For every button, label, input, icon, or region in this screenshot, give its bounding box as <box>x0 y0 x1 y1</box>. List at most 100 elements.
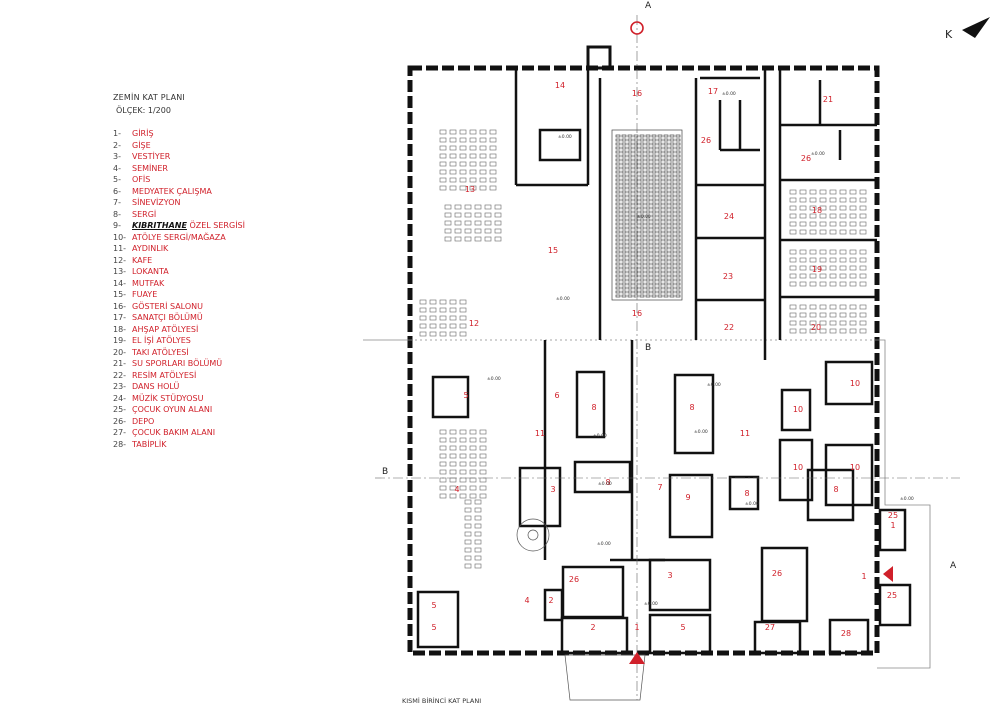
room-number-label: 25 <box>888 511 898 520</box>
room-number-label: 8 <box>605 478 610 487</box>
legend-number: 5- <box>113 175 121 184</box>
room-number-label: 6 <box>554 391 559 400</box>
legend-item: 7- SİNEVİZYON <box>113 197 245 209</box>
legend-label: TAKI ATÖLYESİ <box>132 347 189 357</box>
legend-item: 15-FUAYE <box>113 289 245 301</box>
legend-label: LOKANTA <box>132 267 169 276</box>
legend-label: SEMİNER <box>132 163 168 173</box>
north-label: K <box>945 28 953 41</box>
legend-label: EL İŞİ ATÖLYES <box>132 336 191 345</box>
elevation-tag: ±0.00 <box>811 151 825 157</box>
elevation-tag: ±0.00 <box>593 433 607 439</box>
legend-number: 2- <box>113 140 121 150</box>
elevation-tag: ±0.00 <box>644 601 658 607</box>
elevation-tag: ±0.00 <box>745 501 759 507</box>
legend-number: 17- <box>113 313 127 322</box>
room-number-label: 3 <box>667 571 672 580</box>
elevation-tag: ±0.00 <box>900 496 914 502</box>
lower-walls <box>416 340 912 655</box>
room-number-label: 1 <box>634 623 639 632</box>
legend-item: 14-MUTFAK <box>113 278 245 290</box>
room-number-label: 22 <box>724 323 734 332</box>
room-number-label: 5 <box>680 623 685 632</box>
legend-item: 27-ÇOCUK BAKIM ALANI <box>113 427 245 439</box>
room-number-label: 27 <box>765 623 775 632</box>
legend-item: 12- KAFE <box>113 255 245 267</box>
room-number-label: 10 <box>793 405 803 414</box>
elevation-tag: ±0.00 <box>598 481 612 487</box>
legend-label: ÇOCUK OYUN ALANI <box>132 405 213 414</box>
legend-number: 25- <box>113 405 127 414</box>
furniture <box>419 129 867 569</box>
legend-number: 12- <box>113 255 127 265</box>
legend-label: KIBRITHANE <box>132 221 187 230</box>
entrance-ramp <box>564 654 646 701</box>
section-letter: B <box>382 467 388 477</box>
legend-label: KAFE <box>132 255 153 265</box>
legend-item: 11-AYDINLIK <box>113 243 245 255</box>
elevation-tag: ±0.00 <box>637 214 651 220</box>
north-arrow-icon <box>962 17 990 38</box>
legend-label: SİNEVİZYON <box>132 198 181 207</box>
section-lines <box>375 15 960 700</box>
section-letter: A <box>950 561 957 571</box>
room-number-label: 26 <box>701 136 711 145</box>
legend-item: 26-DEPO <box>113 416 245 428</box>
legend-item: 28-TABİPLİK <box>113 439 245 451</box>
legend-number: 10- <box>113 232 127 242</box>
legend-label: AHŞAP ATÖLYESİ <box>132 324 199 334</box>
legend-label: MEDYATEK ÇALIŞMA <box>132 186 212 196</box>
room-number-label: 10 <box>850 379 860 388</box>
plan-scale: ÖLÇEK: 1/200 <box>116 106 171 115</box>
room-number-label: 10 <box>793 463 803 472</box>
legend-label: SU SPORLARI BÖLÜMÜ <box>132 359 223 368</box>
legend-item: 6- MEDYATEK ÇALIŞMA <box>113 186 245 198</box>
legend-label: MÜZİK STÜDYOSU <box>132 393 204 403</box>
room-number-label: 16 <box>632 309 642 318</box>
legend-label-tail: ÖZEL SERGİSİ <box>186 221 245 230</box>
legend-number: 20- <box>113 347 127 357</box>
inner-walls <box>514 70 877 360</box>
legend-item: 24-MÜZİK STÜDYOSU <box>113 393 245 405</box>
room-number-label: 5 <box>463 391 468 400</box>
room-number-label: 26 <box>801 154 811 163</box>
room-number-label: 5 <box>431 601 436 610</box>
legend-number: 13- <box>113 267 127 276</box>
partial-upper-outline <box>363 339 931 669</box>
legend-number: 7- <box>113 198 121 207</box>
legend-number: 23- <box>113 382 127 391</box>
legend-number: 22- <box>113 370 127 380</box>
legend-item: 13- LOKANTA <box>113 266 245 278</box>
legend-item: 16-GÖSTERİ SALONU <box>113 301 245 313</box>
room-number-label: 24 <box>724 212 734 221</box>
elevation-tag: ±0.00 <box>694 429 708 435</box>
legend-label: DEPO <box>132 416 155 426</box>
room-number-label: 23 <box>723 272 733 281</box>
legend-item: 23-DANS HOLÜ <box>113 381 245 393</box>
legend-number: 8- <box>113 209 121 219</box>
legend-number: 6- <box>113 186 121 196</box>
room-number-label: 8 <box>833 485 838 494</box>
legend-number: 28- <box>113 439 127 449</box>
room-number-label: 14 <box>555 81 565 90</box>
legend-number: 18- <box>113 324 127 334</box>
room-number-label: 18 <box>812 206 822 215</box>
room-number-label: 5 <box>431 623 436 632</box>
legend-item: 20- TAKI ATÖLYESİ <box>113 347 245 359</box>
legend-label: OFİS <box>132 175 151 184</box>
room-number-label: 26 <box>569 575 579 584</box>
room-number-label: 25 <box>887 591 897 600</box>
legend-item: 18- AHŞAP ATÖLYESİ <box>113 324 245 336</box>
outer-walls <box>407 45 880 656</box>
room-number-label: 1 <box>890 521 895 530</box>
room-number-label: 15 <box>548 246 558 255</box>
room-number-label: 7 <box>657 483 662 492</box>
room-number-label: 3 <box>550 485 555 494</box>
legend-label: GİŞE <box>132 140 151 150</box>
room-number-label: 10 <box>850 463 860 472</box>
room-number-label: 11 <box>740 429 750 438</box>
room-number-label: 4 <box>454 485 459 494</box>
